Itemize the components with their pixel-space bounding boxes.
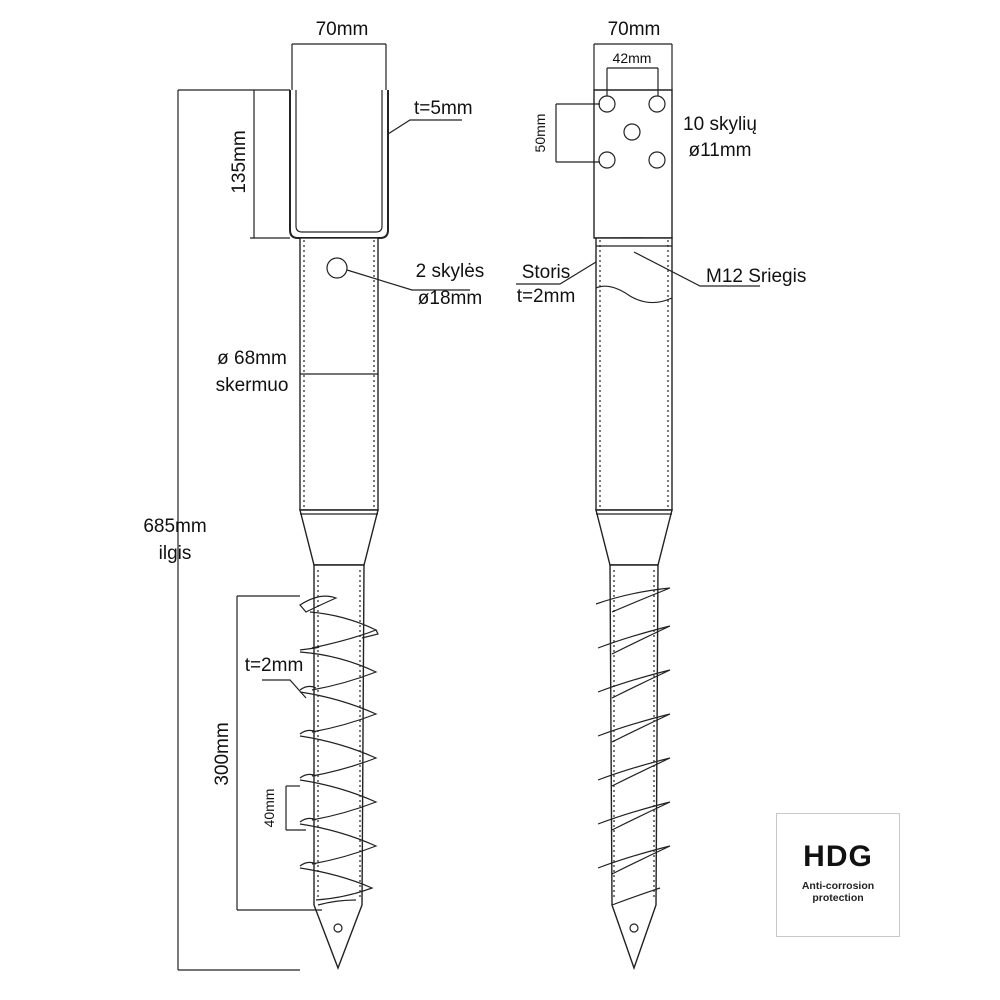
diameter-label-line2: skermuo: [216, 375, 289, 396]
helix-thickness-label: t=2mm: [245, 655, 304, 676]
right-screw-shaft: [609, 564, 659, 971]
right-holes-label-line2: ø11mm: [689, 140, 752, 161]
left-screw-shaft: [313, 564, 365, 970]
right-plate-hole: [648, 151, 666, 169]
length-label-line1: 685mm: [143, 516, 206, 537]
hdg-badge-subtitle-line2: protection: [812, 892, 864, 904]
length-label-line2: ilgis: [159, 543, 192, 564]
right-plate-hole: [598, 151, 616, 169]
right-view: [516, 43, 760, 971]
right-helix: [595, 587, 671, 906]
hole-spacing-h-label: 42mm: [613, 50, 652, 66]
left-view: [177, 43, 470, 971]
left-holes-label-line2: ø18mm: [418, 288, 482, 309]
left-helix: [299, 595, 379, 906]
right-plate-hole: [648, 95, 666, 113]
wall-thickness-label-line2: t=2mm: [517, 286, 576, 307]
helix-length-label: 300mm: [212, 722, 233, 785]
left-holes-label-line1: 2 skylės: [416, 261, 485, 282]
right-tube: [595, 237, 673, 511]
pitch-label: 40mm: [261, 789, 277, 828]
right-top-width-label: 70mm: [608, 19, 661, 40]
hole-spacing-v-label: 50mm: [532, 114, 548, 153]
left-hole-18mm: [326, 257, 348, 279]
right-plate-hole: [623, 123, 641, 141]
thread-label: M12 Sriegis: [706, 266, 806, 287]
wall-thickness-label-line1: Storis: [522, 262, 571, 283]
diameter-label-line1: ø 68mm: [217, 348, 287, 369]
hdg-badge: HDG Anti-corrosion protection: [776, 813, 900, 937]
left-bracket: [289, 90, 389, 239]
plate-thickness-label: t=5mm: [414, 98, 473, 119]
right-holes-label-line1: 10 skylių: [683, 114, 757, 135]
hdg-badge-subtitle-line1: Anti-corrosion: [801, 880, 875, 892]
hdg-badge-title: HDG: [803, 840, 873, 873]
left-bracket-height-label: 135mm: [229, 130, 250, 193]
left-top-width-label: 70mm: [316, 19, 369, 40]
